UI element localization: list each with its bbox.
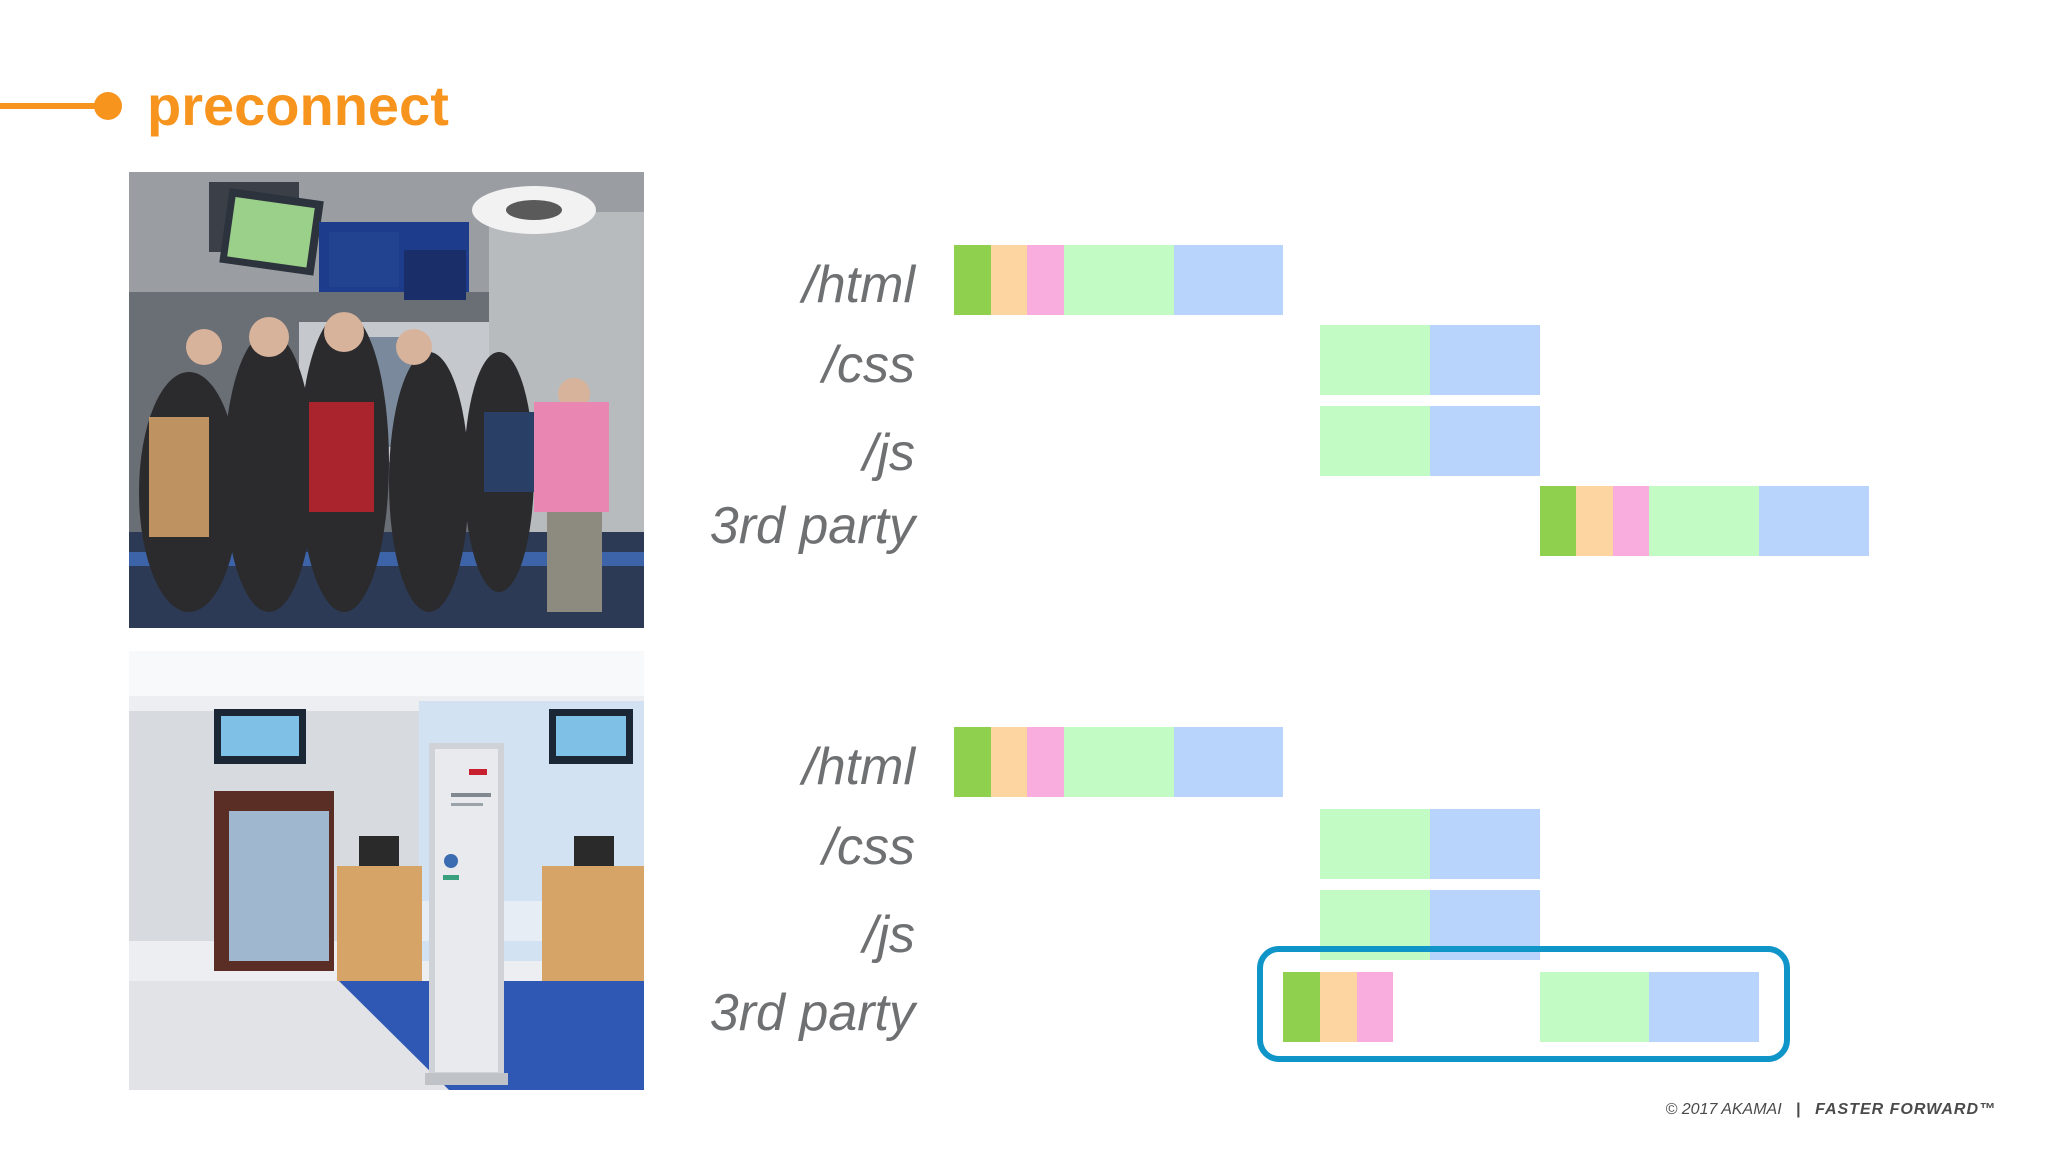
row-label-js: /js: [863, 424, 915, 482]
preconnect-highlight-box: [1257, 946, 1790, 1062]
bar-segment-tcp: [1576, 486, 1613, 556]
empty-gate-illustration: [129, 651, 644, 1090]
bar-segment-request: [1649, 486, 1760, 556]
bar-segment-request: [1320, 809, 1430, 879]
bar-segment-response: [1173, 245, 1284, 315]
bar-segment-response: [1429, 406, 1540, 476]
empty-gate-photo: [129, 651, 644, 1090]
row-label-html: /html: [802, 738, 915, 796]
title-accent-line: [0, 103, 100, 109]
slide-title: preconnect: [147, 74, 449, 137]
row-label-css: /css: [822, 818, 915, 876]
bar-segment-request: [1320, 406, 1430, 476]
boarding-queue-illustration: [129, 172, 644, 628]
footer-copyright: © 2017 AKAMAI: [1665, 1101, 1782, 1118]
row-label-3rd-party: 3rd party: [709, 984, 915, 1042]
footer-separator: |: [1796, 1101, 1801, 1118]
bar-segment-tcp: [990, 245, 1028, 315]
footer: © 2017 AKAMAI | FASTER FORWARD™: [1666, 1101, 1996, 1119]
bar-segment-tls: [1612, 486, 1650, 556]
bar-segment-dns: [1539, 486, 1577, 556]
footer-tagline: FASTER FORWARD™: [1815, 1101, 1996, 1118]
bar-segment-response: [1759, 486, 1869, 556]
bar-segment-response: [1429, 325, 1540, 395]
boarding-queue-photo: [129, 172, 644, 628]
bar-segment-dns: [954, 727, 991, 797]
row-label-js: /js: [863, 906, 915, 964]
bar-segment-tls: [1027, 727, 1064, 797]
bar-segment-response: [1429, 809, 1540, 879]
bar-segment-request: [1320, 325, 1430, 395]
bar-segment-dns: [954, 245, 991, 315]
bar-segment-response: [1173, 727, 1284, 797]
bar-segment-request: [1063, 727, 1174, 797]
row-label-3rd-party: 3rd party: [709, 497, 915, 555]
title-accent-dot: [94, 92, 122, 120]
bar-segment-request: [1063, 245, 1174, 315]
row-label-html: /html: [802, 256, 915, 314]
bar-segment-tls: [1027, 245, 1064, 315]
row-label-css: /css: [822, 336, 915, 394]
bar-segment-tcp: [990, 727, 1028, 797]
